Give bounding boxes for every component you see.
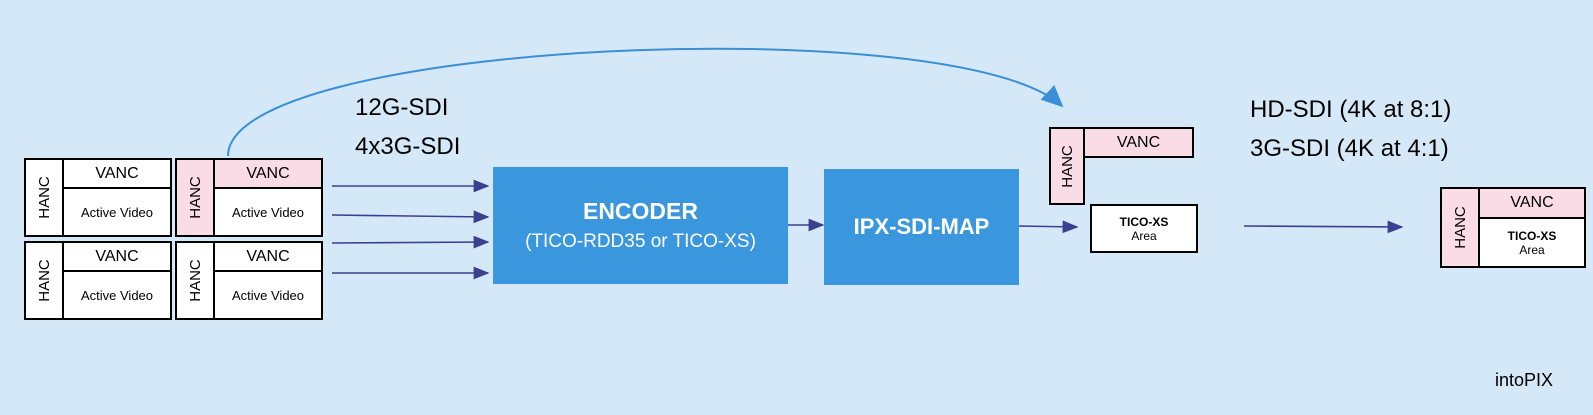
vanc-label: VANC [1116,133,1161,151]
active-video-region: Active Video [64,189,170,235]
output-label-3g-sdi: 3G-SDI (4K at 4:1) [1250,135,1449,162]
ipx-sdi-map-block: IPX-SDI-MAP [824,169,1019,285]
input-arrow-2 [331,210,490,224]
active-video-region: Active Video [215,189,321,235]
vanc-label: VANC [246,247,290,265]
vanc-label: VANC [95,164,139,182]
hanc-label: HANC [186,176,204,219]
hanc-label: HANC [1058,144,1076,188]
hanc-region: HANC [177,160,215,235]
brand-label: intoPIX [1495,370,1554,390]
output-frame: HANC VANC TICO-XS Area [1440,187,1586,268]
vanc-region: VANC [215,160,321,189]
tico-xs-sub: Area [1519,242,1545,257]
vanc-region: VANC [1480,189,1584,219]
tico-xs-title: TICO-XS [1119,214,1169,229]
input-frame-3: HANC VANC Active Video [24,241,172,320]
input-frame-2: HANC VANC Active Video [175,158,323,237]
tico-xs-area: TICO-XS Area [1090,204,1198,253]
vanc-label: VANC [1510,194,1554,211]
hanc-region: HANC [177,243,215,318]
hanc-region: HANC [1442,189,1480,266]
encoder-title: ENCODER [582,198,698,224]
active-video-label: Active Video [231,287,305,303]
hanc-region: HANC [1049,127,1085,205]
input-label-4x3g: 4x3G-SDI [355,133,461,160]
hanc-region: HANC [26,160,64,235]
vanc-label: VANC [95,247,139,265]
hanc-label: HANC [186,259,204,302]
hanc-label: HANC [1451,206,1469,249]
input-frame-4: HANC VANC Active Video [175,241,323,320]
tico-xs-title: TICO-XS [1507,228,1557,243]
vanc-region: VANC [64,160,170,189]
input-label-12g: 12G-SDI [355,94,449,121]
tico-xs-sub: Area [1131,228,1157,243]
vanc-label: VANC [246,164,290,182]
vanc-region: VANC [1083,127,1194,158]
input-frame-1: HANC VANC Active Video [24,158,172,237]
active-video-label: Active Video [80,287,154,303]
input-arrow-3 [331,235,490,249]
vanc-region: VANC [215,243,321,272]
hanc-label: HANC [35,176,53,219]
anc-bypass-arrow [227,47,1064,157]
vanc-region: VANC [64,243,170,272]
active-video-region: Active Video [215,272,321,318]
ipx-sdi-map-title: IPX-SDI-MAP [853,214,990,239]
anc-bypass-frame: HANC VANC [1049,127,1194,205]
hanc-label: HANC [35,259,53,302]
hanc-region: HANC [26,243,64,318]
mapper-to-tico-arrow [1017,220,1079,234]
output-tico-xs-area: TICO-XS Area [1480,219,1584,266]
output-arrow [1243,220,1404,234]
active-video-label: Active Video [80,204,154,220]
encoder-subtitle: (TICO-RDD35 or TICO-XS) [525,231,756,252]
output-label-hd-sdi: HD-SDI (4K at 8:1) [1250,96,1452,123]
active-video-region: Active Video [64,272,170,318]
active-video-label: Active Video [231,204,305,220]
encoder-block: ENCODER (TICO-RDD35 or TICO-XS) [493,167,788,284]
